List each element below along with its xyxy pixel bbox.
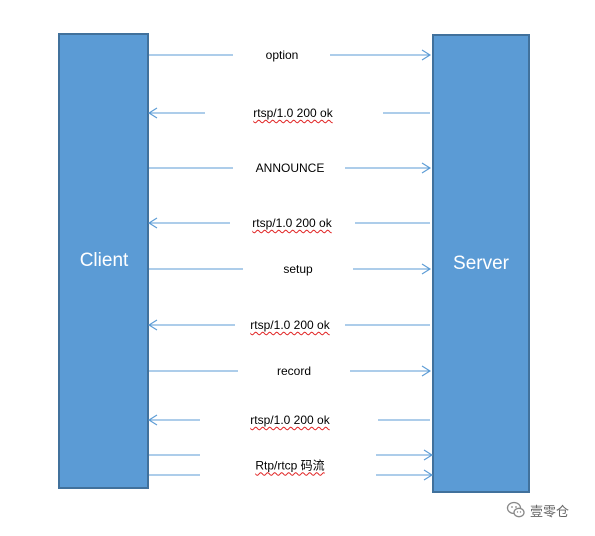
message-arrow-9	[149, 449, 434, 481]
message-arrow-7	[149, 365, 432, 377]
watermark: 壹零仓	[506, 500, 569, 520]
message-arrow-5	[149, 263, 432, 275]
message-label-1: option	[265, 48, 299, 62]
wechat-icon	[506, 501, 525, 518]
message-label-8: rtsp/1.0 200 ok	[250, 413, 330, 427]
watermark-text: 壹零仓	[530, 504, 570, 520]
message-label-3: ANNOUNCE	[255, 161, 325, 175]
message-label-6: rtsp/1.0 200 ok	[250, 318, 330, 332]
message-arrow-8	[147, 414, 430, 426]
message-arrow-2	[147, 107, 430, 119]
message-label-2: rtsp/1.0 200 ok	[253, 106, 333, 120]
client-box	[58, 33, 149, 489]
message-arrow-6	[147, 319, 430, 331]
message-label-9: Rtp/rtcp 码流	[255, 458, 325, 473]
server-label: Server	[453, 253, 509, 274]
message-arrow-4	[147, 217, 430, 229]
client-label: Client	[79, 250, 129, 271]
message-label-7: record	[276, 364, 312, 378]
message-label-4: rtsp/1.0 200 ok	[252, 216, 332, 230]
message-arrow-1	[149, 49, 432, 61]
message-arrow-3	[149, 162, 432, 174]
server-box	[432, 34, 530, 493]
message-label-5: setup	[283, 262, 313, 276]
